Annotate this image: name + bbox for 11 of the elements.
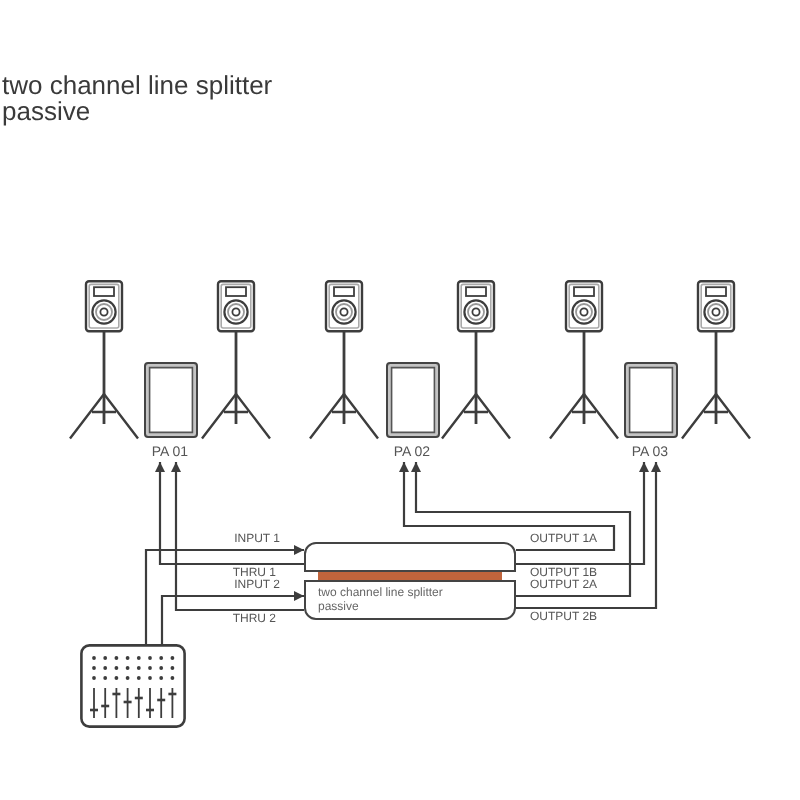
connector-arrow bbox=[411, 462, 632, 598]
connector-arrow bbox=[516, 462, 661, 610]
connector-arrow bbox=[516, 462, 649, 566]
connector-arrow bbox=[160, 591, 304, 644]
connector-arrow bbox=[171, 462, 304, 612]
connector-arrow bbox=[399, 462, 616, 552]
title: two channel line splitter passive bbox=[2, 72, 275, 124]
splitter-device bbox=[304, 542, 516, 620]
connector-arrow bbox=[144, 545, 304, 644]
connector-arrow bbox=[155, 462, 304, 566]
mixing-console-icon bbox=[80, 644, 186, 728]
